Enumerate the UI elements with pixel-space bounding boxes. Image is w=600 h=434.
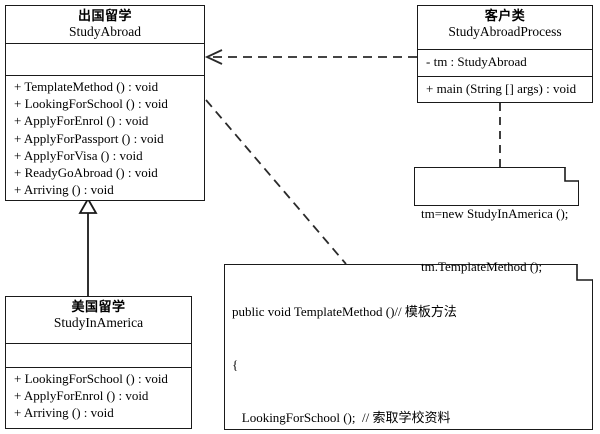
class-methods-study-abroad: + TemplateMethod () : void + LookingForS…	[6, 76, 204, 200]
class-methods-study-abroad-process: + main (String [] args) : void	[418, 77, 592, 99]
class-header-study-abroad-process: 客户类 StudyAbroadProcess	[418, 6, 592, 50]
method-item: + ApplyForPassport () : void	[14, 130, 164, 146]
generalization-arrowhead	[78, 197, 98, 214]
method-item: + ApplyForEnrol () : void	[14, 388, 149, 404]
dependency-arrowhead	[204, 49, 223, 65]
method-item: + ApplyForVisa () : void	[14, 147, 143, 163]
attribute-item: - tm : StudyAbroad	[426, 54, 527, 69]
method-item: + LookingForSchool () : void	[14, 96, 168, 112]
class-box-study-abroad-process[interactable]: 客户类 StudyAbroadProcess - tm : StudyAbroa…	[417, 5, 593, 103]
note-line: LookingForSchool (); // 索取学校资料	[232, 409, 451, 425]
method-item: + Arriving () : void	[14, 182, 114, 198]
class-methods-study-in-america: + LookingForSchool () : void + ApplyForE…	[6, 368, 191, 424]
class-box-study-abroad[interactable]: 出国留学 StudyAbroad + TemplateMethod () : v…	[5, 5, 205, 201]
note-line: {	[232, 356, 239, 372]
method-item: + LookingForSchool () : void	[14, 371, 168, 386]
method-item: + Arriving () : void	[14, 405, 114, 421]
class-name-cn-study-in-america: 美国留学	[71, 300, 126, 315]
note-line: tm=new StudyInAmerica ();	[421, 206, 569, 222]
method-item: + TemplateMethod () : void	[14, 79, 159, 94]
method-item: + main (String [] args) : void	[426, 81, 577, 96]
class-name-en-study-in-america: StudyInAmerica	[53, 315, 144, 331]
note-client-code[interactable]: tm=new StudyInAmerica (); tm.TemplateMet…	[414, 167, 579, 274]
class-header-study-in-america: 美国留学 StudyInAmerica	[6, 297, 191, 344]
note-body	[224, 264, 593, 430]
note-template-method-text: public void TemplateMethod ()// 模板方法 { L…	[224, 264, 593, 434]
note-line: public void TemplateMethod ()// 模板方法	[232, 304, 457, 320]
note-link-template	[205, 99, 347, 265]
class-name-en-study-abroad-process: StudyAbroadProcess	[448, 24, 562, 40]
method-item: + ReadyGoAbroad () : void	[14, 165, 158, 181]
note-template-method-code[interactable]: public void TemplateMethod ()// 模板方法 { L…	[224, 264, 593, 430]
note-client-code-text: tm=new StudyInAmerica (); tm.TemplateMet…	[414, 167, 579, 311]
class-name-cn-study-abroad-process: 客户类	[484, 9, 526, 24]
class-name-cn-study-abroad: 出国留学	[77, 9, 132, 24]
class-attributes-study-in-america	[6, 344, 191, 368]
class-attributes-study-abroad-process: - tm : StudyAbroad	[418, 50, 592, 77]
class-name-en-study-abroad: StudyAbroad	[69, 24, 141, 40]
method-item: + ApplyForEnrol () : void	[14, 113, 149, 129]
note-line: tm.TemplateMethod ();	[421, 258, 543, 274]
note-body	[414, 167, 579, 206]
class-header-study-abroad: 出国留学 StudyAbroad	[6, 6, 204, 44]
class-attributes-study-abroad	[6, 44, 204, 76]
class-box-study-in-america[interactable]: 美国留学 StudyInAmerica + LookingForSchool (…	[5, 296, 192, 429]
